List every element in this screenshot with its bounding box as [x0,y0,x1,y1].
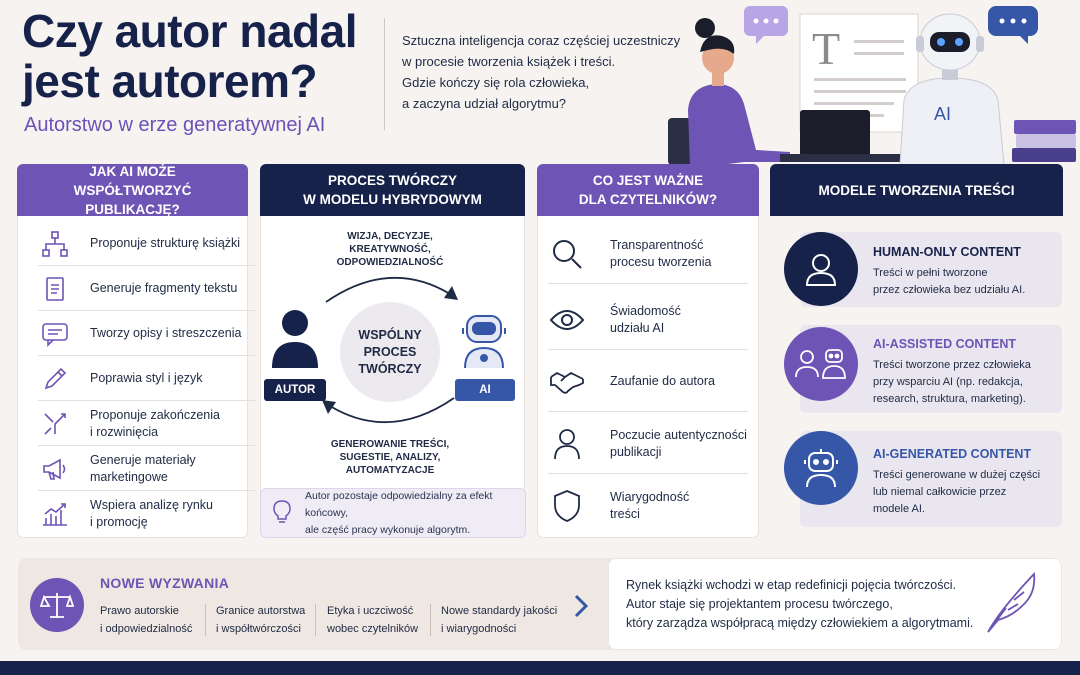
list-item: Wiarygodność treści [548,476,748,536]
list-item-label: Generuje materiały marketingowe [90,452,196,484]
scales-icon [30,578,84,632]
chart-icon [38,497,72,531]
speech-bubble-icon [744,6,788,44]
human-icon [784,232,858,306]
lightbulb-icon [271,498,293,529]
list-item-label: Poczucie autentyczności publikacji [610,427,747,459]
model-desc: Treści tworzone przez człowieka przy wsp… [873,359,1031,405]
intro-text: Sztuczna inteligencja coraz częściej ucz… [402,33,681,111]
woman-illustration [668,18,790,165]
page-subtitle: Autorstwo w erze generatywnej AI [24,114,326,136]
books-icon [1012,120,1076,162]
model-desc: Treści generowane w dużej części lub nie… [873,469,1041,515]
list-item-label: Proponuje strukturę książki [90,236,241,250]
robot-chest-label: AI [934,104,951,124]
list-item: Transparentność procesu tworzenia [548,224,748,284]
author-tag: AUTOR [264,379,326,401]
footer-bar [0,661,1080,675]
list-item-label: Wspiera analizę rynku i promocję [90,498,213,529]
conclusion-panel [608,558,1062,650]
list-item: Generuje fragmenty tekstu [38,267,256,311]
robot-icon [784,431,858,505]
list-item-label: Tworzy opisy i streszczenia [90,326,242,340]
list-item: Proponuje strukturę książki [38,222,256,266]
list-item: Wspiera analizę rynku i promocję [38,492,256,536]
responsibility-note: Autor pozostaje odpowiedzialny za efekt … [260,488,526,538]
col-readers-body: Transparentność procesu tworzenia Świado… [537,216,759,538]
list-item: Generuje materiały marketingowe [38,447,256,491]
model-title: AI-ASSISTED CONTENT [873,337,1017,351]
model-desc: Treści w pełni tworzone przez człowieka … [873,267,1026,296]
chat-icon [38,317,72,351]
speech-bubble-icon [988,6,1038,44]
list-item: Proponuje zakończenia i rozwinięcia [38,402,256,446]
list-item-label: Transparentność procesu tworzenia [610,237,712,269]
challenge-divider [430,604,431,636]
document-icon [38,272,72,306]
challenge-item: Granice autorstwa i współtwórczości [216,605,306,635]
arrows-icon [38,407,72,441]
quill-icon [984,570,1040,641]
structure-icon [38,227,72,261]
list-item-label: Wiarygodność treści [610,490,690,521]
chevron-right-icon [570,592,592,625]
challenges-title: NOWE WYZWANIA [100,575,230,591]
list-item: Zaufanie do autora [548,352,748,412]
page-title: Czy autor nadal jest autorem? [22,5,358,107]
col-process-heading: PROCES TWÓRCZY W MODELU HYBRYDOWYM [260,164,525,216]
robot-illustration: AI [899,13,1005,166]
challenge-divider [315,604,316,636]
header-divider [384,18,385,130]
challenges-panel [18,558,618,650]
col-readers-heading: CO JEST WAŻNE DLA CZYTELNIKÓW? [537,164,759,216]
megaphone-icon [38,452,72,486]
robot-icon [457,310,511,377]
col-ai-cowork-heading: JAK AI MOŻE WSPÓŁTWORZYĆ PUBLIKACJĘ? [17,164,248,217]
col-ai-cowork-body: Proponuje strukturę książki Generuje fra… [17,216,256,538]
challenge-divider [205,604,206,636]
human-and-robot-icon [784,327,858,401]
model-title: HUMAN-ONLY CONTENT [873,245,1021,259]
note-text: Autor pozostaje odpowiedzialny za efekt … [305,489,493,536]
list-item: Tworzy opisy i streszczenia [38,312,256,356]
model-title: AI-GENERATED CONTENT [873,447,1032,461]
conclusion-text: Rynek książki wchodzi w etap redefinicji… [626,578,974,630]
handshake-icon [548,365,586,399]
pencil-icon [38,362,72,396]
shared-process-circle: WSPÓLNY PROCES TWÓRCZY [340,302,440,402]
shield-icon [548,489,586,523]
list-item: Poprawia styl i język [38,357,256,401]
hero-illustration: T AI [660,0,1080,166]
eye-icon [548,303,586,337]
ai-tag: AI [455,379,515,401]
cycle-arrows [322,276,458,424]
author-role-text: WIZJA, DECYZJE, KREATYWNOŚĆ, ODPOWIEDZIA… [336,231,444,268]
challenge-item: Prawo autorskie i odpowiedzialność [100,605,193,635]
document-letter: T [812,23,840,74]
magnifier-icon [548,237,586,271]
list-item-label: Poprawia styl i język [90,371,203,385]
list-item-label: Świadomość udziału AI [610,303,681,335]
list-item-label: Generuje fragmenty tekstu [90,281,238,295]
challenge-item: Etyka i uczciwość wobec czytelników [327,605,419,635]
list-item-label: Zaufanie do autora [610,374,715,388]
col-models-heading: MODELE TWORZENIA TREŚCI [770,164,1063,216]
challenge-item: Nowe standardy jakości i wiarygodności [441,605,558,635]
list-item: Poczucie autentyczności publikacji [548,414,748,474]
list-item-label: Proponuje zakończenia i rozwinięcia [90,407,220,439]
author-icon [270,308,320,375]
list-item: Świadomość udziału AI [548,290,748,350]
ai-role-text: GENEROWANIE TREŚCI, SUGESTIE, ANALIZY, A… [330,439,450,476]
person-icon [548,427,586,461]
